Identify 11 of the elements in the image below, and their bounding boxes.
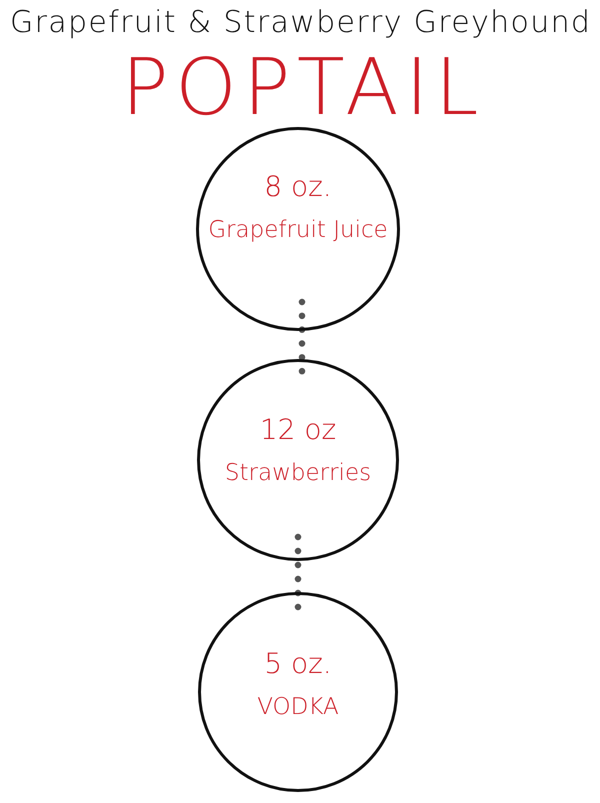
- amount-label: 5 oz.: [264, 646, 332, 680]
- amount-label: 12 oz: [260, 412, 336, 446]
- ingredient-label: Grapefruit Juice: [208, 216, 388, 244]
- subtitle-text: POPTAIL: [122, 49, 486, 127]
- ingredient-circle: [197, 359, 399, 561]
- ingredient-label: Strawberries: [224, 460, 372, 488]
- title-text: Grapefruit & Strawberry Greyhound: [10, 8, 592, 38]
- amount-label: 8 oz.: [264, 170, 332, 204]
- ingredient-circle: [196, 127, 400, 331]
- ingredient-circle: [198, 592, 398, 792]
- ingredient-label: VODKA: [257, 694, 339, 722]
